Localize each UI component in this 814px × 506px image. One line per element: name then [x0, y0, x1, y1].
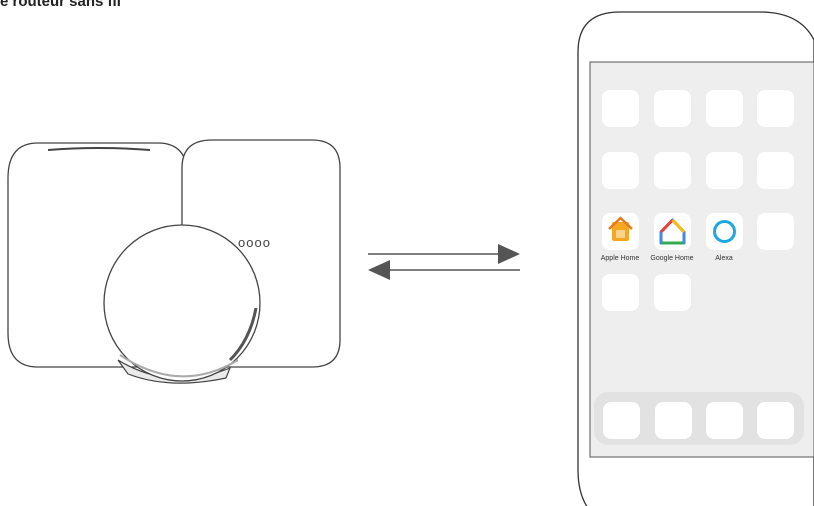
- phone-dock: [594, 392, 804, 445]
- smart-speakers-illustration: [7, 139, 341, 384]
- app-tile[interactable]: [654, 90, 691, 127]
- dock-app-tile[interactable]: [706, 402, 743, 439]
- alexa-app-tile[interactable]: [706, 213, 743, 250]
- alexa-label: Alexa: [715, 255, 733, 262]
- phone-illustration: [577, 11, 814, 506]
- app-tile[interactable]: [602, 152, 639, 189]
- arrow-right-head: [498, 244, 520, 264]
- echo-light-ring: [228, 307, 258, 362]
- nest-speaker-dots: oooo: [238, 235, 271, 250]
- echo-dot-speaker: [103, 224, 261, 384]
- app-tile[interactable]: [757, 213, 794, 250]
- app-tile[interactable]: [654, 274, 691, 311]
- alexa-icon: [713, 220, 736, 243]
- app-tile[interactable]: [602, 274, 639, 311]
- apple-home-label: Apple Home: [600, 255, 640, 262]
- app-tile[interactable]: [706, 152, 743, 189]
- homepod-top-rim: [47, 147, 151, 151]
- phone-screen: [589, 61, 814, 458]
- app-tile[interactable]: [757, 90, 794, 127]
- arrow-left-head: [368, 260, 390, 280]
- google-home-icon: [659, 218, 686, 245]
- dock-app-tile[interactable]: [603, 402, 640, 439]
- app-tile[interactable]: [706, 90, 743, 127]
- dock-apps: [603, 402, 794, 439]
- dock-app-tile[interactable]: [757, 402, 794, 439]
- diagram-heading: e routeur sans fil: [0, 0, 121, 10]
- google-home-label: Google Home: [650, 255, 694, 262]
- apple-home-icon: [608, 216, 633, 241]
- google-home-app-tile[interactable]: [654, 213, 691, 250]
- app-tile[interactable]: [654, 152, 691, 189]
- app-tile[interactable]: [757, 152, 794, 189]
- sync-arrows: [368, 244, 520, 280]
- dock-app-tile[interactable]: [655, 402, 692, 439]
- app-tile[interactable]: [602, 90, 639, 127]
- app-grid: [602, 90, 794, 311]
